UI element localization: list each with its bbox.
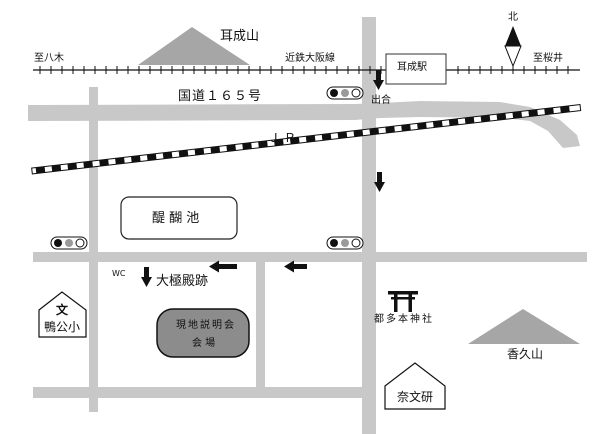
- arrow-icon: [209, 260, 237, 273]
- kintetsu-label: 近鉄大阪線: [285, 53, 335, 64]
- rail-dash: [51, 164, 62, 172]
- rail-dash: [35, 166, 46, 174]
- arrow-icon: [284, 260, 307, 273]
- mt-miminashi-label: 耳成山: [220, 29, 260, 44]
- rail-dash: [274, 138, 284, 146]
- school-mark: 文: [56, 303, 69, 317]
- rail-dash: [512, 111, 523, 119]
- rail-dash: [385, 126, 395, 134]
- rail-dash: [194, 148, 205, 156]
- road-route165: [28, 101, 580, 148]
- mountain-miminashi: [138, 27, 250, 65]
- north-label: 北: [508, 12, 518, 23]
- traffic-light-icon: [50, 236, 88, 250]
- rail-dash: [162, 151, 173, 159]
- venue-label-line2: 会 場: [192, 338, 216, 349]
- torii-icon: [388, 291, 418, 312]
- rail-dash: [353, 129, 364, 137]
- school-icon: [38, 291, 87, 338]
- rail-dash: [210, 146, 221, 154]
- rail-dash: [83, 161, 93, 169]
- daigokuden-label: 大極殿跡: [156, 274, 209, 289]
- daigo-pond: [120, 196, 238, 240]
- deai-label: 出合: [371, 95, 391, 106]
- arrow-icon: [374, 172, 385, 192]
- rail-dash: [337, 131, 348, 139]
- road-main-ns: [362, 17, 376, 434]
- rail-dash: [496, 113, 507, 121]
- mountain-kagu: [468, 309, 580, 344]
- rail-dash: [480, 115, 491, 123]
- north-compass-icon: [504, 26, 522, 68]
- rail-dash: [178, 149, 189, 157]
- traffic-light-icon: [326, 86, 364, 100]
- rail-dash: [528, 109, 538, 117]
- rail-dash: [321, 133, 332, 141]
- nabunken-label: 奈文研: [397, 390, 434, 404]
- rail-dash: [448, 118, 459, 126]
- rail-dash: [289, 137, 300, 145]
- school-label: 鴨公小: [44, 320, 81, 334]
- to-sakurai-label: 至桜井: [533, 53, 563, 64]
- road-mid-ns: [256, 261, 265, 392]
- rail-dash: [464, 116, 475, 124]
- road-ew-south: [33, 252, 587, 262]
- rail-dash: [130, 155, 141, 163]
- venue-label-line1: 現地説明会: [176, 320, 236, 331]
- traffic-light-icon: [326, 236, 364, 250]
- rail-dash: [146, 153, 157, 161]
- shrine-label: 都多本神社: [374, 314, 434, 325]
- rail-dash: [560, 105, 570, 113]
- rail-dash: [305, 135, 316, 143]
- miminashi-station-label: 耳成駅: [397, 62, 427, 73]
- route165-label: 国道１６５号: [178, 89, 263, 104]
- to-yagi-label: 至八木: [34, 53, 64, 64]
- mt-kagu-label: 香久山: [507, 347, 544, 361]
- jr-label: Ｊ Ｒ: [268, 131, 296, 145]
- venue-area: [156, 308, 250, 358]
- roads: [28, 17, 587, 434]
- arrow-icon: [141, 267, 152, 287]
- rail-dash: [369, 127, 380, 135]
- rail-dash: [226, 144, 236, 152]
- miminashi-station-box: [385, 53, 447, 85]
- rail-dash: [258, 140, 268, 148]
- rail-dash: [432, 120, 443, 128]
- rail-dash: [242, 142, 252, 150]
- arrow-icon: [373, 70, 384, 90]
- wc-label: WC: [112, 269, 126, 278]
- rail-dash: [115, 157, 125, 165]
- road-ew-bottom: [33, 387, 363, 398]
- nabunken-building: [384, 362, 446, 410]
- railway-jr: [31, 104, 582, 175]
- rail-dash: [401, 124, 411, 132]
- rail-dash: [417, 122, 427, 130]
- railway-kintetsu: [33, 66, 580, 74]
- road-west-ns: [89, 87, 98, 412]
- rail-dash: [544, 107, 554, 115]
- rail-dash: [67, 162, 78, 170]
- rail-dash: [99, 159, 109, 167]
- daigo-pond-label: 醍 醐 池: [152, 211, 200, 226]
